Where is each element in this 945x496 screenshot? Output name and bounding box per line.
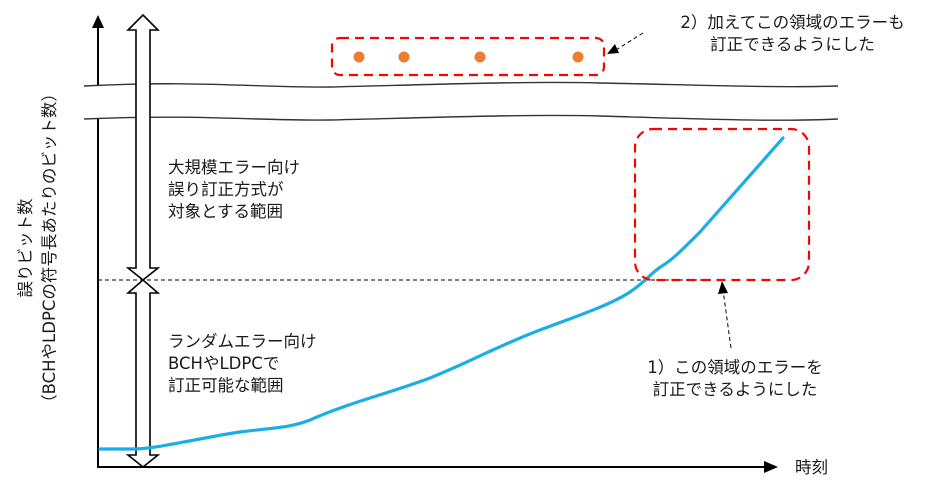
highlight-region-1 — [633, 127, 811, 282]
annotation-2-line1: 2）加えてこの領域のエラーも — [680, 13, 905, 32]
annotation-1-line1: 1）この領域のエラーを — [647, 358, 823, 377]
error-curve — [98, 136, 785, 451]
annotation-2-leader — [607, 32, 644, 54]
lower-range-label: ランダムエラー向け BCHやLDPCで 訂正可能な範囲 — [168, 331, 317, 397]
x-axis — [97, 461, 778, 473]
y-axis-arrowhead-icon — [92, 15, 104, 28]
highlight-region-2 — [330, 36, 606, 77]
upper-range-arrow — [125, 13, 161, 282]
annotation-1: 1）この領域のエラーを 訂正できるようにした — [630, 357, 840, 401]
x-axis-arrowhead-icon — [764, 461, 778, 473]
upper-range-label-line1: 大規模エラー向け — [168, 158, 300, 177]
leader-arrowhead-icon — [718, 281, 728, 294]
y-axis — [92, 15, 104, 467]
lower-range-label-line1: ランダムエラー向け — [168, 332, 317, 351]
outlier-dots — [353, 51, 584, 63]
y-axis-label: 誤りビット数 （BCHやLDPCの符号長あたりのビット数） — [14, 85, 62, 411]
lower-range-label-line3: 訂正可能な範囲 — [168, 376, 284, 395]
annotation-1-line2: 訂正できるようにした — [652, 380, 818, 399]
annotation-1-leader — [718, 281, 732, 349]
x-axis-label: 時刻 — [795, 458, 828, 477]
lower-range-arrow — [125, 278, 161, 469]
annotation-2-line2: 訂正できるようにした — [710, 35, 875, 54]
y-axis-label-line2: （BCHやLDPCの符号長あたりのビット数） — [40, 85, 59, 411]
annotation-2: 2）加えてこの領域のエラーも 訂正できるようにした — [650, 12, 935, 56]
upper-range-label: 大規模エラー向け 誤り訂正方式が 対象とする範囲 — [168, 157, 300, 223]
axis-break-lines — [83, 81, 839, 121]
y-axis-label-line1: 誤りビット数 — [16, 198, 35, 298]
upper-range-label-line3: 対象とする範囲 — [168, 202, 284, 221]
leader-arrowhead-icon — [607, 44, 619, 54]
upper-range-label-line2: 誤り訂正方式が — [168, 180, 284, 199]
lower-range-label-line2: BCHやLDPCで — [168, 354, 280, 373]
